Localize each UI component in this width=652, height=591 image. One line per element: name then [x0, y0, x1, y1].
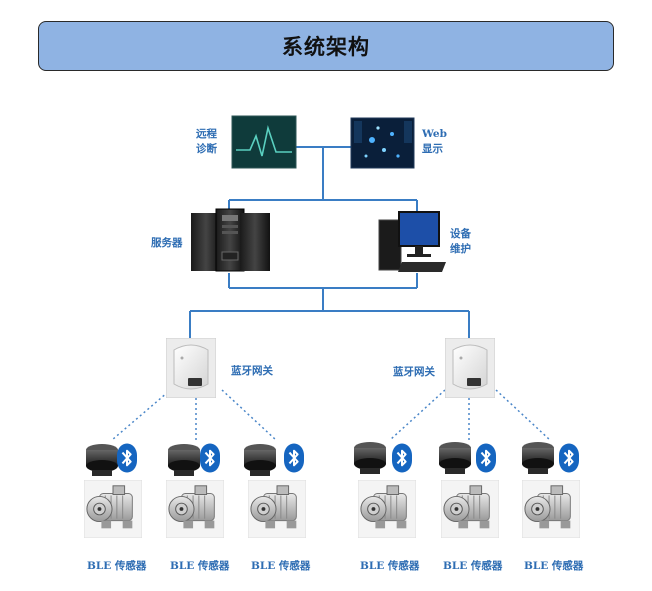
electric-motor-icon [522, 480, 580, 538]
sensor-puck-icon [439, 442, 471, 474]
bluetooth-icon [392, 443, 412, 473]
sensor-unit-1 [84, 443, 142, 538]
web-display-label: Web 显示 [422, 128, 447, 155]
electric-motor-icon [84, 480, 142, 538]
web-dashboard-icon [350, 117, 415, 169]
bluetooth-icon [200, 443, 220, 473]
sensor-puck-icon [354, 442, 386, 474]
sensor-puck-icon [168, 444, 200, 476]
bluetooth-icon [559, 443, 579, 473]
electric-motor-icon [441, 480, 499, 538]
sensor-label-4: BLE 传感器 [360, 560, 420, 572]
electric-motor-icon [358, 480, 416, 538]
gateway-icon [445, 338, 495, 398]
monitor-ecg-icon [231, 115, 297, 169]
sensor-unit-2 [166, 443, 224, 538]
sensor-label-6: BLE 传感器 [524, 560, 584, 572]
server-rack-icon [191, 208, 270, 272]
server-label: 服务器 [151, 237, 183, 249]
gateway-label-left: 蓝牙网关 [231, 365, 273, 377]
sensor-label-3: BLE 传感器 [251, 560, 311, 572]
sensor-unit-4 [354, 442, 416, 538]
sensor-unit-5 [439, 442, 499, 538]
sensor-puck-icon [244, 444, 276, 476]
sensor-label-2: BLE 传感器 [170, 560, 230, 572]
gateway-label-right: 蓝牙网关 [393, 366, 435, 378]
gateway-icon [166, 338, 216, 398]
bluetooth-icon [117, 443, 137, 473]
bluetooth-icon [284, 443, 304, 473]
title-bar: 系统架构 [38, 21, 614, 71]
sensor-label-1: BLE 传感器 [87, 560, 147, 572]
sensor-label-5: BLE 传感器 [443, 560, 503, 572]
remote-diagnosis-label: 远程 诊断 [196, 128, 217, 155]
bluetooth-icon [476, 443, 496, 473]
electric-motor-icon [248, 480, 306, 538]
page-title: 系统架构 [282, 35, 370, 59]
desktop-pc-icon [378, 211, 446, 272]
sensor-puck-icon [86, 444, 118, 476]
bluetooth-links [111, 389, 551, 442]
sensor-puck-icon [522, 442, 554, 474]
electric-motor-icon [166, 480, 224, 538]
sensor-unit-6 [522, 442, 580, 538]
sensor-unit-3 [244, 443, 306, 538]
maintenance-label: 设备 维护 [450, 228, 471, 255]
